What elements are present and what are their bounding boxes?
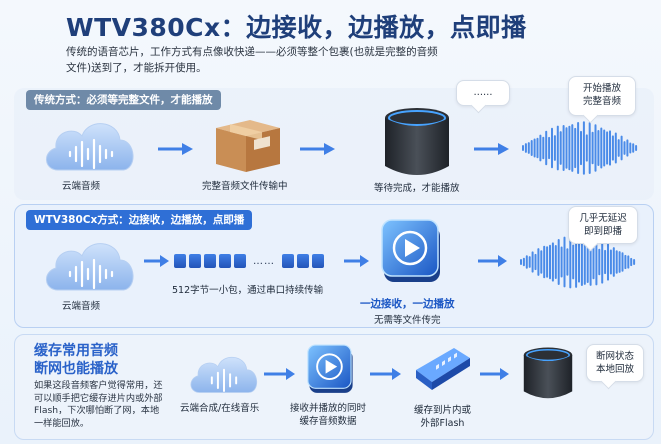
- result-bubble-2: 几乎无延迟 即到即播: [568, 206, 638, 244]
- cache-title-line1: 缓存常用音频: [34, 343, 118, 359]
- cloud-caption-2: 云端音频: [62, 301, 101, 312]
- cache-description: 如果这段音频客户觉得常用，还可以顺手把它缓存进片内或外部Flash，下次哪怕断了…: [34, 380, 163, 429]
- intro-text: 传统的语音芯片，工作方式有点像收快递——必须等整个包裹(也就是完整的音频文件)送…: [66, 46, 438, 74]
- play-chip-icon: [307, 344, 353, 393]
- sound-wave-icon: [520, 235, 636, 289]
- result-bubble-1-line1: 开始播放: [582, 83, 621, 94]
- cloud-caption-3: 云端合成/在线音乐: [180, 403, 260, 414]
- cloud-audio-icon: [46, 243, 134, 291]
- package-box-icon: [216, 120, 280, 172]
- wtv-tag: WTV380Cx方式：边接收，边播放，点即播: [26, 210, 253, 230]
- packet: [312, 254, 324, 268]
- cloud-caption-1: 云端音频: [62, 181, 101, 192]
- arrow-right-icon: [474, 143, 509, 155]
- flash-caption-line1: 缓存到片内或: [414, 405, 472, 416]
- play-chip-icon: [381, 219, 440, 282]
- waiting-bubble: ……: [456, 80, 510, 106]
- packet: [234, 254, 246, 268]
- arrow-right-icon: [478, 255, 507, 267]
- result-bubble-1: 开始播放 完整音频: [568, 76, 636, 116]
- chip-caption-main: 一边接收，一边播放: [360, 298, 455, 310]
- arrow-right-icon: [144, 255, 169, 267]
- arrow-right-icon: [264, 368, 295, 380]
- page-title: WTV380Cx：边接收，边播放，点即播: [66, 13, 527, 42]
- smart-speaker-icon: [523, 347, 573, 399]
- result-bubble-2-line1: 几乎无延迟: [579, 213, 627, 224]
- cache-title-line2: 断网也能播放: [34, 361, 118, 377]
- packet: [174, 254, 186, 268]
- cloud-audio-icon: [46, 123, 134, 171]
- cloud-audio-icon: [190, 356, 258, 393]
- packet-stream: ……: [174, 254, 324, 268]
- result-bubble-2-line2: 即到即播: [583, 226, 622, 237]
- packets-caption: 512字节一小包，通过串口持续传输: [172, 285, 324, 296]
- packet: [219, 254, 231, 268]
- flash-module-icon: [416, 348, 470, 390]
- cache-chip-caption-line1: 接收并播放的同时: [290, 403, 367, 414]
- result-bubble-1-line2: 完整音频: [582, 96, 621, 107]
- cache-title: 缓存常用音频 断网也能播放: [34, 342, 118, 378]
- result-bubble-3-line2: 本地回放: [595, 364, 634, 375]
- box-caption: 完整音频文件传输中: [202, 181, 288, 192]
- packets-ellipsis: ……: [253, 255, 275, 267]
- packet: [282, 254, 294, 268]
- packet: [189, 254, 201, 268]
- cache-chip-caption-line2: 缓存音频数据: [299, 416, 357, 427]
- flash-caption: 缓存到片内或 外部Flash: [414, 404, 471, 430]
- result-bubble-3: 断网状态 本地回放: [586, 344, 644, 382]
- speaker-caption-1: 等待完成，才能播放: [374, 183, 460, 194]
- chip-caption-sub: 无需等文件传完: [374, 315, 441, 326]
- packet: [204, 254, 216, 268]
- arrow-right-icon: [480, 368, 509, 380]
- arrow-right-icon: [158, 143, 193, 155]
- traditional-tag: 传统方式：必须等完整文件，才能播放: [26, 90, 221, 110]
- result-bubble-3-line1: 断网状态: [595, 351, 634, 362]
- arrow-right-icon: [344, 255, 369, 267]
- flash-caption-line2: 外部Flash: [420, 418, 465, 429]
- smart-speaker-icon: [385, 108, 449, 175]
- arrow-right-icon: [370, 368, 401, 380]
- cache-chip-caption: 接收并播放的同时 缓存音频数据: [290, 402, 366, 428]
- packet: [297, 254, 309, 268]
- arrow-right-icon: [300, 143, 335, 155]
- sound-wave-icon: [522, 121, 638, 175]
